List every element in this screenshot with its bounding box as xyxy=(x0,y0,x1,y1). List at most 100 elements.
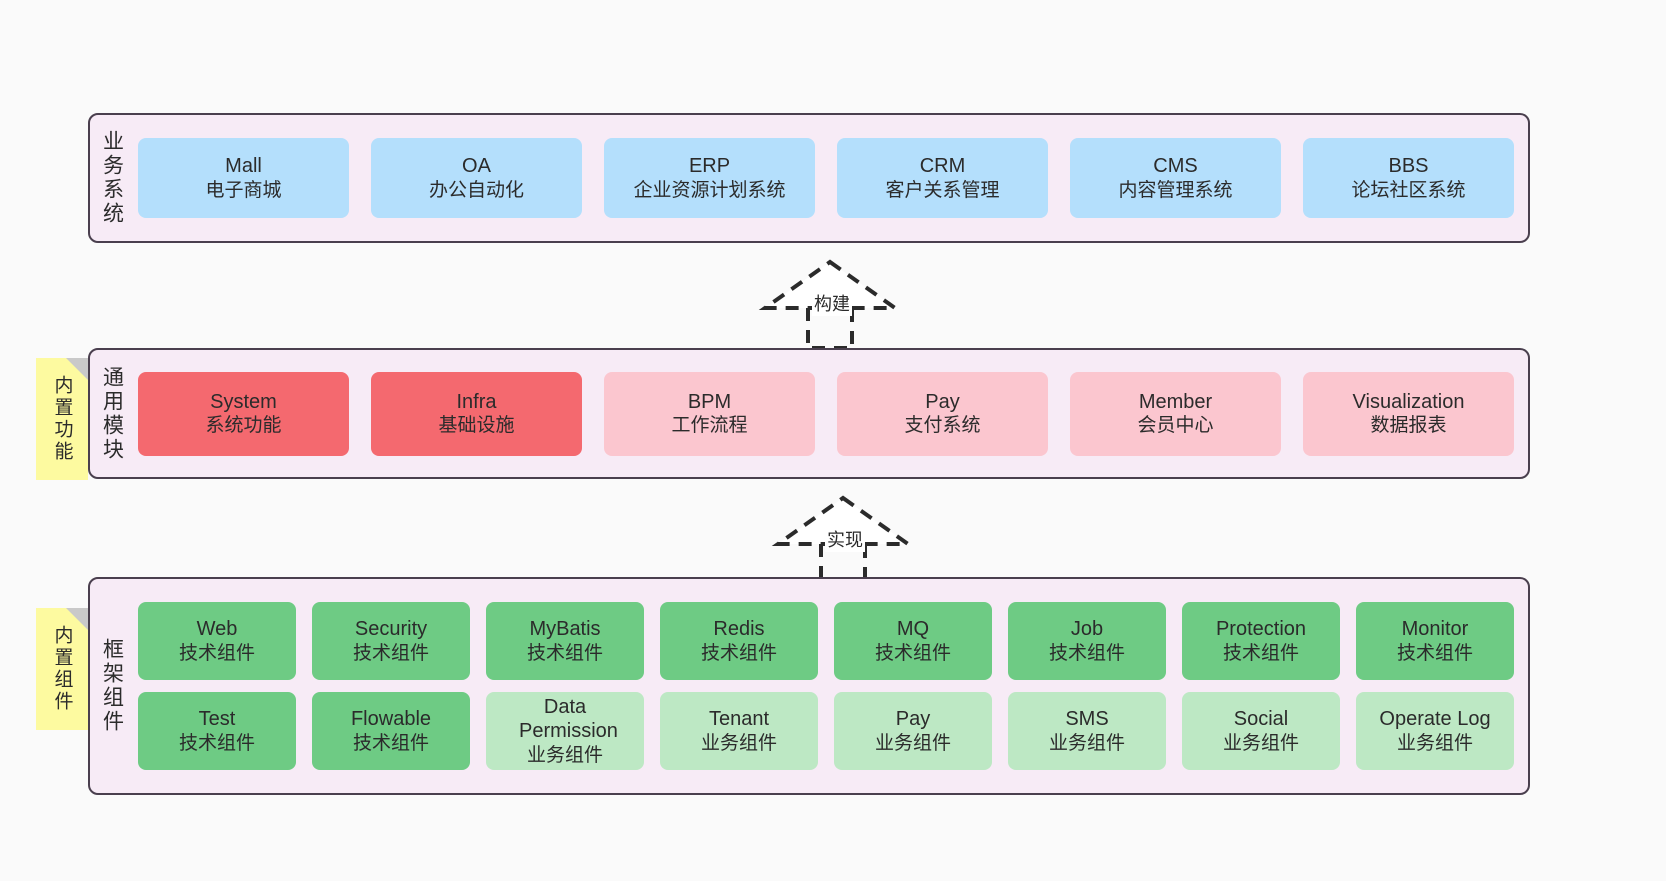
box-title: Visualization xyxy=(1352,390,1465,413)
box-subtitle: 企业资源计划系统 xyxy=(633,179,786,201)
layer-body-common-modules: System 系统功能 Infra 基础设施 BPM 工作流程 Pay 支付系统… xyxy=(134,350,1528,477)
box-title: Job xyxy=(1070,618,1104,641)
box-pay-module[interactable]: Pay 支付系统 xyxy=(837,371,1048,456)
box-title: Data Permission xyxy=(519,696,618,743)
connector-build-label: 构建 xyxy=(812,290,852,316)
box-pay-component[interactable]: Pay 业务组件 xyxy=(834,692,992,770)
box-subtitle: 业务组件 xyxy=(1048,732,1125,754)
box-title: Flowable xyxy=(350,708,432,731)
box-title: Mall xyxy=(225,155,262,178)
box-member[interactable]: Member 会员中心 xyxy=(1070,371,1281,456)
layer-business-systems: 业务系统 Mall 电子商城 OA 办公自动化 ERP 企业资源计划系统 CRM… xyxy=(88,113,1530,243)
box-oa[interactable]: OA 办公自动化 xyxy=(371,138,582,218)
box-subtitle: 技术组件 xyxy=(178,732,255,754)
box-title: MQ xyxy=(896,618,930,641)
box-monitor[interactable]: Monitor 技术组件 xyxy=(1356,602,1514,680)
box-title: SMS xyxy=(1065,708,1109,731)
layer-title-business-systems: 业务系统 xyxy=(100,130,124,226)
box-subtitle: 办公自动化 xyxy=(428,179,524,201)
box-sms[interactable]: SMS 业务组件 xyxy=(1008,692,1166,770)
box-erp[interactable]: ERP 企业资源计划系统 xyxy=(604,138,815,218)
box-system[interactable]: System 系统功能 xyxy=(138,371,349,456)
layer-body-business-systems: Mall 电子商城 OA 办公自动化 ERP 企业资源计划系统 CRM 客户关系… xyxy=(134,115,1528,241)
box-title: BBS xyxy=(1388,155,1429,178)
row-tech-components: Web 技术组件 Security 技术组件 MyBatis 技术组件 Redi… xyxy=(138,602,1514,680)
connector-build: 构建 xyxy=(755,256,905,351)
box-title: System xyxy=(210,390,277,413)
sticky-fold-corner xyxy=(66,358,88,380)
box-title: Pay xyxy=(895,708,931,731)
box-subtitle: 技术组件 xyxy=(178,642,255,664)
box-subtitle: 技术组件 xyxy=(526,642,603,664)
box-title: MyBatis xyxy=(529,618,601,641)
box-subtitle: 业务组件 xyxy=(874,732,951,754)
box-cms[interactable]: CMS 内容管理系统 xyxy=(1070,138,1281,218)
box-job[interactable]: Job 技术组件 xyxy=(1008,602,1166,680)
connector-implement-label: 实现 xyxy=(825,526,865,552)
box-subtitle: 技术组件 xyxy=(352,642,429,664)
box-subtitle: 业务组件 xyxy=(1222,732,1299,754)
box-protection[interactable]: Protection 技术组件 xyxy=(1182,602,1340,680)
box-title: Member xyxy=(1138,390,1213,413)
box-title: CMS xyxy=(1153,155,1198,178)
box-title: ERP xyxy=(688,155,731,178)
box-visualization[interactable]: Visualization 数据报表 xyxy=(1303,371,1514,456)
layer-common-modules: 通用模块 System 系统功能 Infra 基础设施 BPM 工作流程 Pay… xyxy=(88,348,1530,479)
box-subtitle: 系统功能 xyxy=(205,415,282,437)
box-subtitle: 内容管理系统 xyxy=(1118,179,1233,201)
box-tenant[interactable]: Tenant 业务组件 xyxy=(660,692,818,770)
box-mq[interactable]: MQ 技术组件 xyxy=(834,602,992,680)
box-mall[interactable]: Mall 电子商城 xyxy=(138,138,349,218)
box-data-permission[interactable]: Data Permission 业务组件 xyxy=(486,692,644,770)
box-redis[interactable]: Redis 技术组件 xyxy=(660,602,818,680)
box-web[interactable]: Web 技术组件 xyxy=(138,602,296,680)
box-operate-log[interactable]: Operate Log 业务组件 xyxy=(1356,692,1514,770)
box-title: Pay xyxy=(925,390,960,413)
sticky-note-builtin-features: 内置功能 xyxy=(36,358,88,480)
box-title: OA xyxy=(462,155,491,178)
box-bbs[interactable]: BBS 论坛社区系统 xyxy=(1303,138,1514,218)
box-subtitle: 技术组件 xyxy=(700,642,777,664)
box-flowable[interactable]: Flowable 技术组件 xyxy=(312,692,470,770)
box-subtitle: 业务组件 xyxy=(526,744,603,766)
row-common-modules: System 系统功能 Infra 基础设施 BPM 工作流程 Pay 支付系统… xyxy=(138,371,1514,456)
connector-implement: 实现 xyxy=(768,492,918,587)
box-social[interactable]: Social 业务组件 xyxy=(1182,692,1340,770)
box-mybatis[interactable]: MyBatis 技术组件 xyxy=(486,602,644,680)
box-subtitle: 基础设施 xyxy=(438,415,515,437)
box-subtitle: 业务组件 xyxy=(1396,732,1473,754)
box-bpm[interactable]: BPM 工作流程 xyxy=(604,371,815,456)
box-subtitle: 客户关系管理 xyxy=(885,179,1000,201)
box-test[interactable]: Test 技术组件 xyxy=(138,692,296,770)
box-title: Tenant xyxy=(708,708,770,731)
box-subtitle: 技术组件 xyxy=(1048,642,1125,664)
box-title: Web xyxy=(196,618,238,641)
box-subtitle: 技术组件 xyxy=(874,642,951,664)
box-subtitle: 技术组件 xyxy=(352,732,429,754)
box-title: Infra xyxy=(456,390,497,413)
box-security[interactable]: Security 技术组件 xyxy=(312,602,470,680)
box-subtitle: 会员中心 xyxy=(1137,415,1214,437)
box-infra[interactable]: Infra 基础设施 xyxy=(371,371,582,456)
box-title: Monitor xyxy=(1401,618,1469,641)
sticky-fold-corner xyxy=(66,608,88,630)
box-subtitle: 工作流程 xyxy=(671,415,748,437)
box-subtitle: 技术组件 xyxy=(1396,642,1473,664)
box-title: Operate Log xyxy=(1379,708,1491,731)
box-title: Social xyxy=(1233,708,1289,731)
box-crm[interactable]: CRM 客户关系管理 xyxy=(837,138,1048,218)
box-subtitle: 电子商城 xyxy=(205,179,282,201)
box-title: BPM xyxy=(687,390,732,413)
box-title: Redis xyxy=(713,618,765,641)
row-business-systems: Mall 电子商城 OA 办公自动化 ERP 企业资源计划系统 CRM 客户关系… xyxy=(138,138,1514,218)
sticky-note-label: 内置功能 xyxy=(51,375,73,463)
box-subtitle: 数据报表 xyxy=(1370,415,1447,437)
box-title: CRM xyxy=(919,155,966,178)
layer-title-framework-components: 框架组件 xyxy=(100,638,124,734)
box-title: Test xyxy=(198,708,236,731)
layer-body-framework-components: Web 技术组件 Security 技术组件 MyBatis 技术组件 Redi… xyxy=(134,579,1528,793)
box-title: Security xyxy=(354,618,428,641)
box-subtitle: 业务组件 xyxy=(700,732,777,754)
box-subtitle: 支付系统 xyxy=(904,415,981,437)
